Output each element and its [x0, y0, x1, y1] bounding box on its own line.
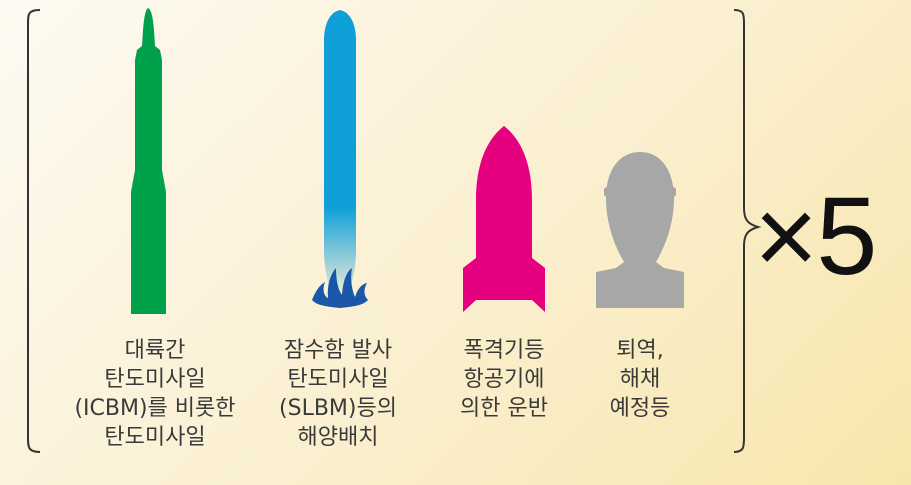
splash-icon — [312, 268, 368, 308]
right-brace — [733, 9, 762, 453]
bomber-icon — [463, 126, 545, 312]
bomber-label: 폭격기등 항공기에 의한 운반 — [460, 338, 548, 421]
multiplier: ×5 — [754, 175, 877, 298]
left-bracket — [27, 9, 41, 453]
slbm-icon — [324, 10, 356, 300]
bomb-label: 퇴역, 해채 예정등 — [609, 338, 671, 421]
icbm-label: 대륙간 탄도미사일 (ICBM)를 비롯한 탄도미사일 — [74, 338, 236, 450]
bomb-icon — [596, 152, 684, 308]
slbm-label: 잠수함 발사 탄도미사일 (SLBM)등의 해양배치 — [279, 338, 397, 450]
icbm-icon — [131, 8, 166, 314]
